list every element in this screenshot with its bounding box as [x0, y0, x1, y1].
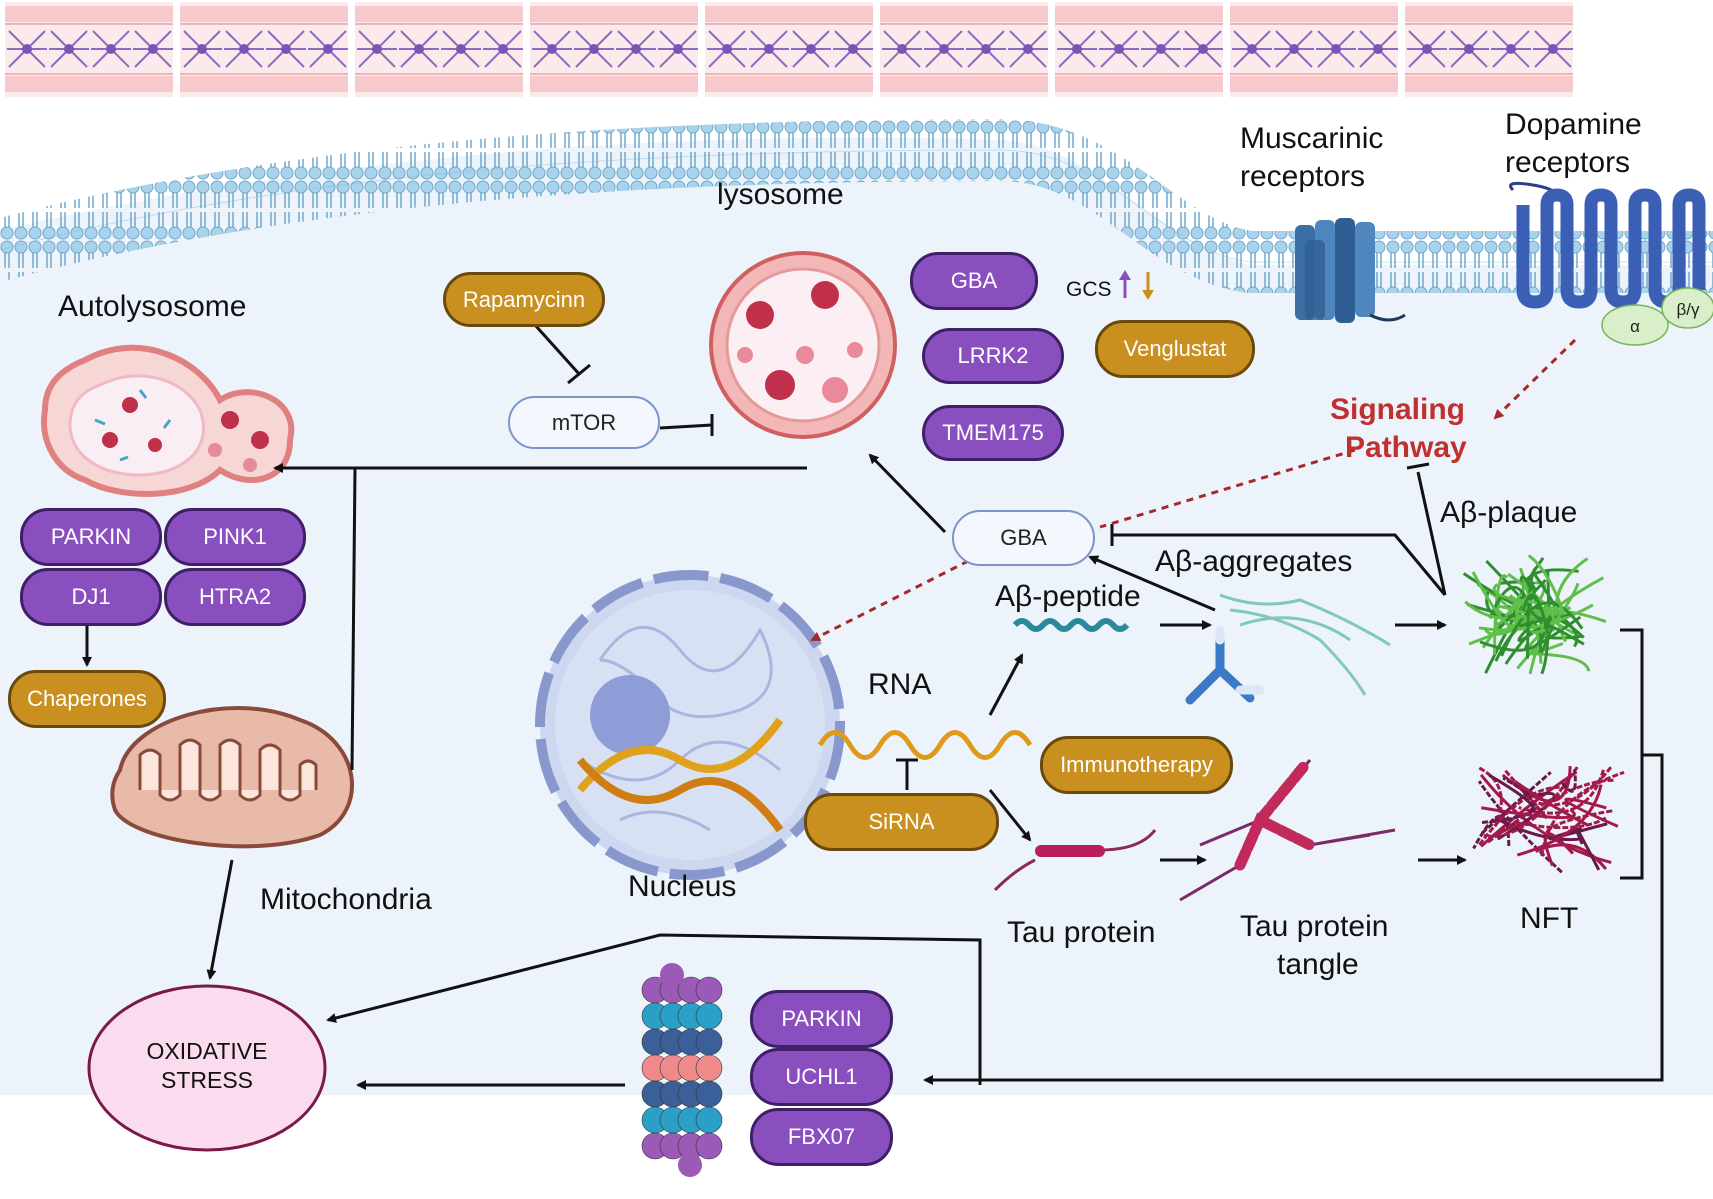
tau-tangle-label-1: Tau protein: [1240, 910, 1389, 943]
tmem175-pill: TMEM175: [922, 405, 1064, 461]
fbx07-pill: FBX07: [750, 1108, 893, 1166]
dashed-gba-to-nucleus: [810, 553, 981, 642]
g-protein-beta-gamma: [1661, 287, 1713, 329]
ab-aggregates-icon: [1219, 593, 1391, 696]
mtor-pill: mTOR: [508, 396, 660, 449]
parkin-top-pill: PARKIN: [20, 508, 162, 566]
ab-plaque-icon: [1462, 554, 1607, 675]
nft-icon: [1472, 765, 1625, 874]
vessel-tile: [1405, 2, 1573, 97]
vessel-tile: [1055, 2, 1223, 97]
pink1-pill: PINK1: [164, 508, 306, 566]
vessel-tile: [705, 2, 873, 97]
ab-aggregates-label: Aβ-aggregates: [1155, 545, 1353, 578]
lrrk2-pill: LRRK2: [922, 328, 1064, 384]
tau-protein-icon: [993, 829, 1157, 892]
arrow-aggregates-to-gba: [1088, 555, 1216, 612]
lysosome-icon: [709, 251, 897, 439]
sirna-pill: SiRNA: [804, 793, 999, 851]
mitochondria-icon: [110, 706, 355, 849]
inhibit-rapamycin-mtor: [533, 323, 582, 377]
vessel-tile: [530, 2, 698, 97]
dashed-signaling-to-gba: [1099, 448, 1356, 529]
g-protein-alpha: [1601, 304, 1669, 346]
blood-vessel-strip: [5, 2, 1573, 97]
ab-peptide-icon: [1012, 618, 1130, 632]
signaling-label-1: Signaling: [1330, 393, 1465, 426]
arrow-feedback-to-oxidative: [326, 933, 982, 1085]
mitochondria-label: Mitochondria: [260, 883, 432, 916]
arrow-rna-to-peptide: [988, 653, 1024, 716]
uchl1-pill: UCHL1: [750, 1048, 893, 1106]
vessel-tile: [355, 2, 523, 97]
autolysosome-icon: [41, 344, 295, 497]
gba-top-pill: GBA: [910, 252, 1038, 310]
antibody-icon: [1185, 625, 1265, 705]
oxidative-stress-label-1: OXIDATIVE: [147, 1038, 268, 1064]
arrow-gba-to-lysosome: [868, 453, 947, 534]
chaperones-pill: Chaperones: [8, 670, 166, 728]
line-bracket-to-ubiquitin: [923, 753, 1664, 1085]
vessel-tile: [5, 2, 173, 97]
gcs-up-arrowhead: [1119, 270, 1131, 280]
venglustat-pill: Venglustat: [1095, 320, 1255, 378]
tau-protein-label: Tau protein: [1007, 916, 1156, 949]
rapamycin-pill: Rapamycinn: [443, 272, 605, 327]
cell-interior: [0, 137, 1713, 1095]
parkin-bottom-pill: PARKIN: [750, 990, 893, 1048]
alpha-label: α: [1630, 317, 1640, 336]
muscarinic-label-2: receptors: [1240, 160, 1366, 193]
oxidative-stress-label-2: STRESS: [161, 1067, 253, 1093]
inhibit-plaque-gba: [1112, 533, 1447, 596]
dopamine-label-1: Dopamine: [1505, 108, 1642, 141]
vessel-tile: [1230, 2, 1398, 97]
muscarinic-receptor-icon: [1295, 218, 1406, 323]
muscarinic-label-1: Muscarinic: [1240, 122, 1384, 155]
inhibit-mtor-lysosome: [659, 423, 713, 430]
line-mitochondria-to-autolysosome: [350, 467, 357, 771]
arrow-mitochondria-to-oxidative: [206, 859, 234, 980]
gcs-label: GCS: [1066, 278, 1112, 301]
vessel-tile: [180, 2, 348, 97]
oxidative-stress-node: [87, 984, 327, 1152]
ab-peptide-label: Aβ-peptide: [995, 580, 1141, 613]
nucleus-icon: [535, 570, 845, 880]
dopamine-receptor-icon: [1509, 181, 1713, 346]
inhibit-plaque-signaling: [1416, 471, 1447, 596]
proteasome-icon: [641, 963, 723, 1177]
immunotherapy-pill: Immunotherapy: [1040, 736, 1233, 794]
inhibit-bar-signaling: [1406, 462, 1430, 470]
nucleus-label: Nucleus: [628, 870, 737, 903]
nft-label: NFT: [1520, 902, 1579, 935]
lysosome-label: lysosome: [717, 178, 844, 211]
gba-mid-pill: GBA: [952, 510, 1095, 566]
inhibit-bar-mtor: [567, 363, 591, 385]
gcs-down-arrowhead: [1142, 290, 1154, 300]
dj1-pill: DJ1: [20, 568, 162, 626]
signaling-label-2: Pathway: [1345, 431, 1467, 464]
dashed-dopamine-to-signaling: [1493, 338, 1577, 420]
beta-gamma-label: β/γ: [1676, 300, 1700, 319]
cell-membrane: [0, 118, 1713, 293]
dopamine-label-2: receptors: [1505, 146, 1631, 179]
tau-tangle-icon: [1179, 759, 1396, 902]
tau-tangle-label-2: tangle: [1277, 948, 1359, 981]
autolysosome-label: Autolysosome: [58, 290, 247, 323]
membrane-outline: [0, 149, 1713, 263]
rna-icon: [817, 730, 1033, 760]
vessel-tile: [880, 2, 1048, 97]
rna-label: RNA: [868, 668, 932, 701]
arrow-rna-to-tau: [988, 789, 1032, 842]
htra2-pill: HTRA2: [164, 568, 306, 626]
ab-plaque-label: Aβ-plaque: [1440, 496, 1578, 529]
